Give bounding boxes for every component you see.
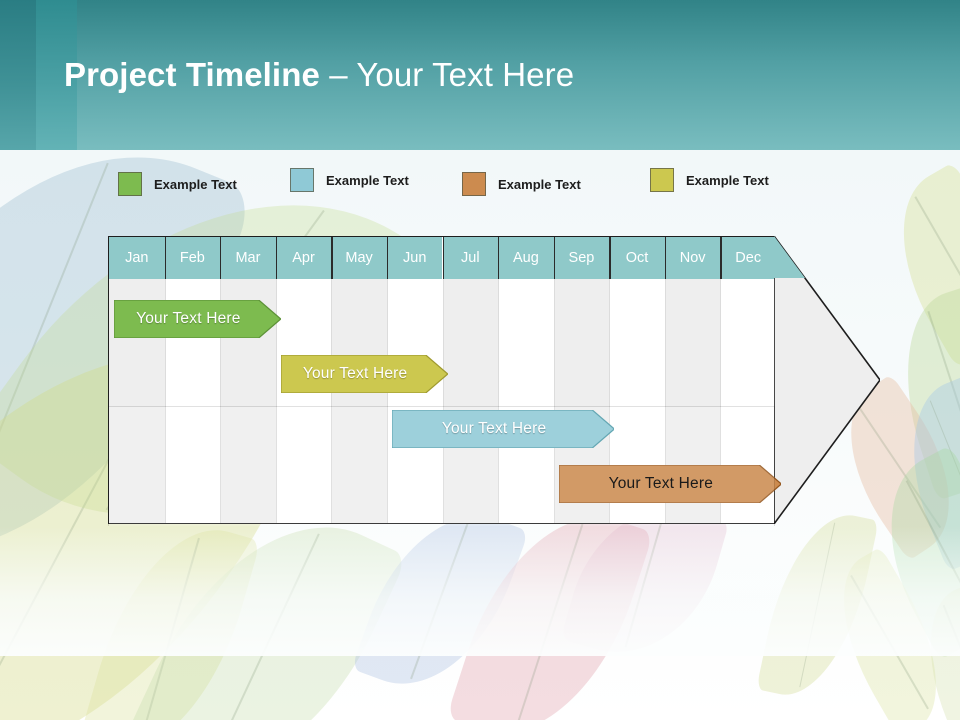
- task-bar-arrow-icon: [114, 300, 281, 338]
- month-header-cell-jan[interactable]: Jan: [109, 237, 165, 279]
- month-header-cell-jun[interactable]: Jun: [386, 237, 443, 279]
- slide-header-banner: Project Timeline – Your Text Here: [0, 0, 960, 150]
- timeline-column-divider: [386, 279, 388, 523]
- month-header-divider: [386, 237, 389, 279]
- legend-swatch-icon: [462, 172, 486, 196]
- legend-item: Example Text: [118, 172, 237, 196]
- header-accent-band-mid: [36, 0, 77, 150]
- month-header-cell-dec[interactable]: Dec: [720, 237, 774, 279]
- timeline-column-divider: [498, 279, 500, 523]
- month-header-divider: [553, 237, 555, 279]
- task-bar-arrow-icon: [391, 410, 615, 448]
- month-header-divider: [275, 237, 278, 279]
- legend-swatch-icon: [290, 168, 314, 192]
- legend-swatch-icon: [118, 172, 142, 196]
- task-bar-label: Your Text Here: [441, 420, 547, 437]
- legend-item-label: Example Text: [154, 176, 237, 192]
- legend-item: Example Text: [650, 168, 769, 192]
- legend-item-label: Example Text: [326, 172, 409, 188]
- task-bar-label: Your Text Here: [608, 475, 714, 492]
- timeline-column-divider: [275, 279, 277, 523]
- page-title-bold: Project Timeline: [64, 56, 320, 93]
- month-header-divider: [664, 237, 667, 279]
- month-header-cell-mar[interactable]: Mar: [220, 237, 276, 279]
- task-bar-arrow-icon: [558, 465, 781, 503]
- month-header-divider: [164, 237, 166, 279]
- legend-swatch-icon: [650, 168, 674, 192]
- month-header-divider: [720, 237, 722, 279]
- month-header-cell-feb[interactable]: Feb: [164, 237, 221, 279]
- timeline-column-stripe: [442, 237, 499, 523]
- timeline-column-stripe: [220, 237, 276, 523]
- month-header-cell-sep[interactable]: Sep: [553, 237, 610, 279]
- month-header-cell-jul[interactable]: Jul: [442, 237, 499, 279]
- task-bar-label: Your Text Here: [136, 310, 241, 327]
- month-header-divider: [498, 237, 500, 279]
- month-header-divider: [609, 237, 611, 279]
- timeline-arrow-head: [774, 236, 880, 524]
- timeline-task-bar[interactable]: Your Text Here: [280, 355, 448, 393]
- page-title: Project Timeline – Your Text Here: [64, 56, 574, 94]
- legend-item-label: Example Text: [498, 176, 581, 192]
- arrow-head-icon: [774, 236, 880, 524]
- month-header-cell-apr[interactable]: Apr: [275, 237, 332, 279]
- timeline-column-stripe: [109, 237, 165, 523]
- timeline-column-divider: [664, 279, 666, 523]
- timeline-column-divider: [553, 279, 555, 523]
- legend-item: Example Text: [290, 168, 409, 192]
- legend: Example Text Example Text Example Text Exam…: [110, 168, 830, 202]
- month-header-divider: [220, 237, 222, 279]
- month-header-divider: [331, 237, 333, 279]
- timeline-task-bar[interactable]: Your Text Here: [558, 465, 781, 503]
- header-accent-band-dark: [0, 0, 36, 150]
- month-header-cell-nov[interactable]: Nov: [664, 237, 721, 279]
- timeline-column-divider: [164, 279, 166, 523]
- legend-item: Example Text: [462, 172, 581, 196]
- task-bar-arrow-icon: [280, 355, 448, 393]
- timeline-task-bar[interactable]: Your Text Here: [391, 410, 615, 448]
- timeline-column-divider: [720, 279, 722, 523]
- legend-item-label: Example Text: [686, 172, 769, 188]
- month-header-cell-may[interactable]: May: [331, 237, 387, 279]
- month-header-divider: [442, 237, 444, 279]
- month-header-cell-oct[interactable]: Oct: [609, 237, 665, 279]
- timeline-column-divider: [609, 279, 611, 523]
- page-title-light: – Your Text Here: [319, 56, 575, 93]
- timeline-task-bar[interactable]: Your Text Here: [114, 300, 281, 338]
- task-bar-label: Your Text Here: [302, 365, 408, 382]
- timeline-column-divider: [442, 279, 444, 523]
- timeline-column-divider: [220, 279, 222, 523]
- timeline-column-divider: [331, 279, 333, 523]
- month-header-cell-aug[interactable]: Aug: [498, 237, 554, 279]
